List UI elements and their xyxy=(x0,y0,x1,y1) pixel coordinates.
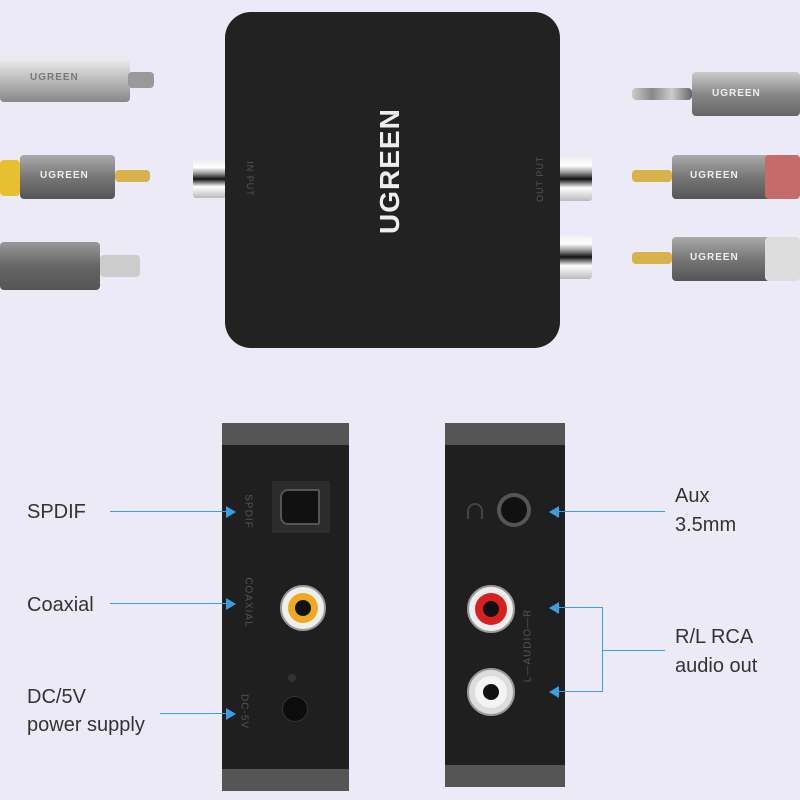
aux-cable-pin xyxy=(632,88,692,100)
coaxial-label: Coaxial xyxy=(27,594,94,616)
rca-arrow-line-lower xyxy=(558,691,603,692)
rca-white-cable-pin xyxy=(632,252,672,264)
dc-label-line1: DC/5V xyxy=(27,686,86,708)
coaxial-cable-plug xyxy=(20,155,115,199)
rca-arrow-head-upper xyxy=(549,602,559,614)
aux-arrow-head xyxy=(549,506,559,518)
output-label: OUT PUT xyxy=(535,155,545,202)
rca-left-ring xyxy=(475,676,507,708)
rca-white-cable xyxy=(672,237,772,281)
rca-left-hole xyxy=(483,684,499,700)
input-jack xyxy=(193,160,227,198)
coaxial-cable-logo: UGREEN xyxy=(40,170,89,181)
rca-bracket xyxy=(602,607,603,692)
rca-label-line2: audio out xyxy=(675,655,758,677)
input-side-panel xyxy=(222,423,349,791)
coaxial-cable xyxy=(0,160,20,196)
aux-label-line2: 3.5mm xyxy=(675,514,737,536)
rca-red-cable-pin xyxy=(632,170,672,182)
rca-label-line1: R/L RCA xyxy=(675,626,754,648)
converter-top-view xyxy=(225,12,560,348)
aux-label-line1: Aux xyxy=(675,485,710,507)
coaxial-arrow-line xyxy=(110,603,228,604)
rca-red-cable xyxy=(672,155,772,199)
optical-port-opening xyxy=(280,489,320,525)
spdif-label: SPDIF xyxy=(27,501,86,523)
coaxial-port-ring xyxy=(288,593,318,623)
audio-marking: L—AUDIO—R xyxy=(522,608,534,683)
spdif-marking: SPDIF xyxy=(242,494,254,529)
output-side-panel xyxy=(445,423,565,787)
rca-arrow-head-lower xyxy=(549,686,559,698)
spdif-arrow-head xyxy=(226,506,236,518)
aux-cable xyxy=(692,72,800,116)
brand-logo: UGREEN xyxy=(374,108,405,234)
output-jack-2 xyxy=(558,235,592,279)
panel-top-edge xyxy=(445,423,565,445)
aux-cable-logo: UGREEN xyxy=(712,88,761,99)
headphone-icon xyxy=(467,503,483,519)
rca-bracket-connector xyxy=(602,650,665,651)
indicator-led xyxy=(288,674,296,682)
panel-bottom-edge xyxy=(222,769,349,791)
dc-label-line2: power supply xyxy=(27,714,145,736)
dc-cable xyxy=(0,242,100,290)
coaxial-arrow-head xyxy=(226,598,236,610)
optical-cable-tip xyxy=(128,72,154,88)
aux-port xyxy=(497,493,531,527)
dc-arrow-head xyxy=(226,708,236,720)
spdif-arrow-line xyxy=(110,511,228,512)
panel-bottom-edge xyxy=(445,765,565,787)
rca-left-port xyxy=(467,668,515,716)
optical-cable-logo: UGREEN xyxy=(30,72,79,83)
coaxial-port-hole xyxy=(295,600,311,616)
dc-arrow-line xyxy=(160,713,228,714)
rca-red-band xyxy=(765,155,800,199)
input-label: IN PUT xyxy=(245,161,255,197)
rca-white-band xyxy=(765,237,800,281)
optical-cable xyxy=(0,58,130,102)
rca-right-port xyxy=(467,585,515,633)
output-jack-1 xyxy=(558,157,592,201)
rca-red-cable-logo: UGREEN xyxy=(690,170,739,181)
dc-port xyxy=(282,696,308,722)
panel-top-edge xyxy=(222,423,349,445)
dc-cable-tip xyxy=(100,255,140,277)
coaxial-marking: COAXIAL xyxy=(242,577,254,628)
rca-white-cable-logo: UGREEN xyxy=(690,252,739,263)
optical-port xyxy=(272,481,330,533)
dc-marking: DC-5V xyxy=(238,693,250,729)
aux-arrow-line xyxy=(558,511,665,512)
coaxial-cable-pin xyxy=(115,170,150,182)
rca-right-ring xyxy=(475,593,507,625)
rca-right-hole xyxy=(483,601,499,617)
coaxial-port xyxy=(280,585,326,631)
rca-arrow-line-upper xyxy=(558,607,603,608)
